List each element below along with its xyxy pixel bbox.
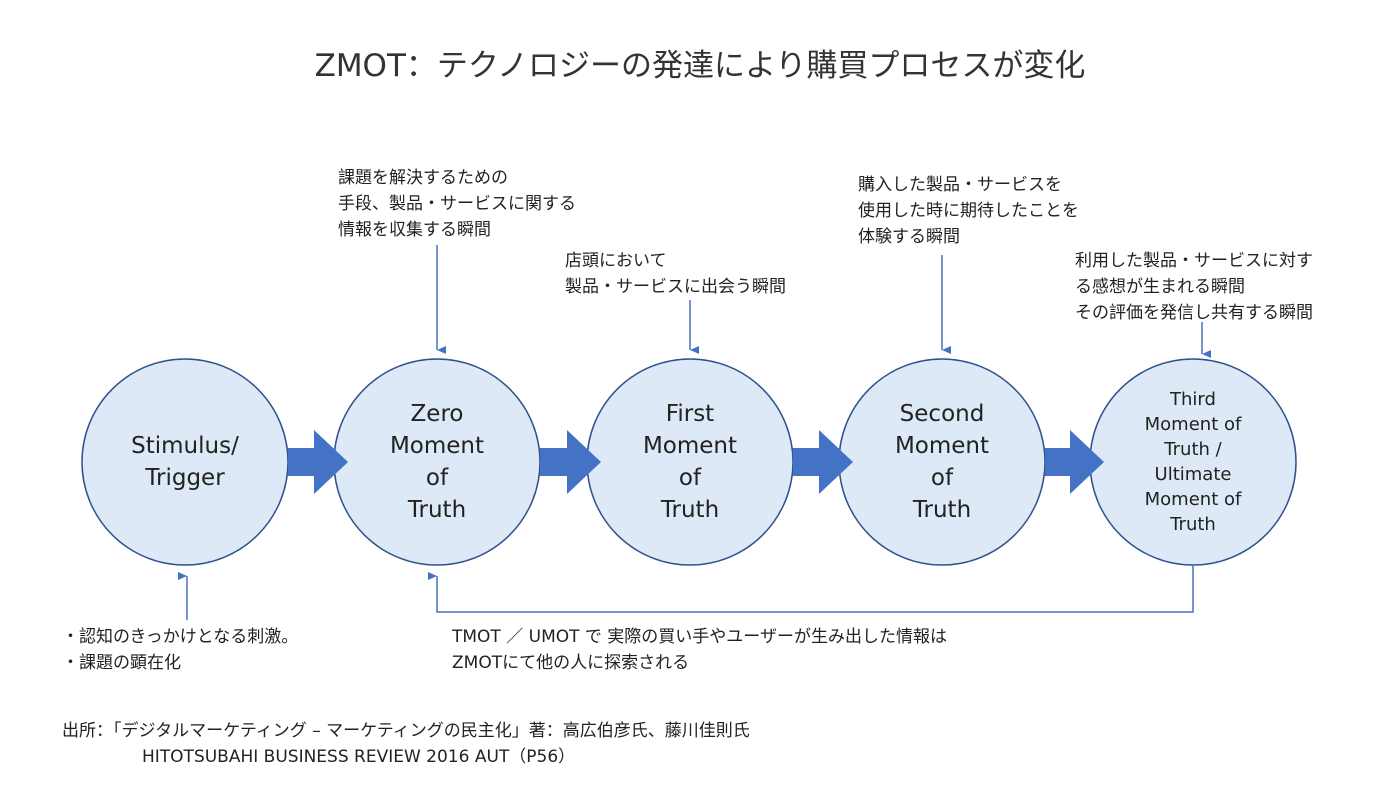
flow-arrow — [540, 430, 601, 494]
note-line: 製品・サービスに出会う瞬間 — [565, 277, 786, 297]
note-line: る感想が生まれる瞬間 — [1075, 277, 1245, 297]
flow-arrow — [793, 430, 853, 494]
note-line: ・課題の顕在化 — [62, 653, 181, 673]
stimulus-note: ・認知のきっかけとなる刺激。 ・課題の顕在化 — [62, 624, 298, 676]
note-line: 情報を収集する瞬間 — [338, 220, 491, 240]
feedback-loop-arrow — [428, 565, 1194, 613]
source-line-1: 出所：「デジタルマーケティング – マーケティングの民主化」著：高広伯彦氏、藤川… — [62, 721, 750, 741]
note-line: TMOT ／ UMOT で 実際の買い手やユーザーが生み出した情報は — [452, 627, 947, 647]
note-line: ZMOTにて他の人に探索される — [452, 653, 690, 673]
note-line: 課題を解決するための — [338, 168, 508, 188]
fmot-note: 店頭において 製品・サービスに出会う瞬間 — [565, 248, 786, 300]
note-line: ・認知のきっかけとなる刺激。 — [62, 627, 299, 647]
source-line-2: HITOTSUBAHI BUSINESS REVIEW 2016 AUT（P56… — [142, 747, 576, 767]
feedback-note: TMOT ／ UMOT で 実際の買い手やユーザーが生み出した情報は ZMOTに… — [452, 624, 947, 676]
note-line: その評価を発信し共有する瞬間 — [1075, 303, 1313, 323]
zmot-note: 課題を解決するための 手段、製品・サービスに関する 情報を収集する瞬間 — [338, 165, 576, 243]
stage-label: Third Moment of Truth / Ultimate Moment … — [1144, 389, 1242, 535]
source-citation: 出所：「デジタルマーケティング – マーケティングの民主化」著：高広伯彦氏、藤川… — [62, 718, 750, 770]
note-line: 体験する瞬間 — [858, 227, 960, 247]
smot-note: 購入した製品・サービスを 使用した時に期待したことを 体験する瞬間 — [858, 172, 1079, 250]
note-line: 手段、製品・サービスに関する — [338, 194, 576, 214]
flow-arrow — [288, 430, 348, 494]
stage-label: Stimulus/ Trigger — [131, 433, 239, 491]
stage-label: Second Moment of Truth — [894, 401, 990, 523]
stage-label: First Moment of Truth — [642, 401, 738, 523]
note-line: 利用した製品・サービスに対す — [1075, 251, 1313, 271]
flow-arrow — [1045, 430, 1104, 494]
note-line: 店頭において — [565, 251, 667, 271]
stage-label: Zero Moment of Truth — [389, 401, 485, 523]
page-title: ZMOT：テクノロジーの発達により購買プロセスが変化 — [314, 48, 1086, 84]
tmot-note: 利用した製品・サービスに対す る感想が生まれる瞬間 その評価を発信し共有する瞬間 — [1075, 248, 1313, 326]
note-line: 購入した製品・サービスを — [858, 175, 1062, 195]
note-line: 使用した時に期待したことを — [858, 201, 1079, 221]
